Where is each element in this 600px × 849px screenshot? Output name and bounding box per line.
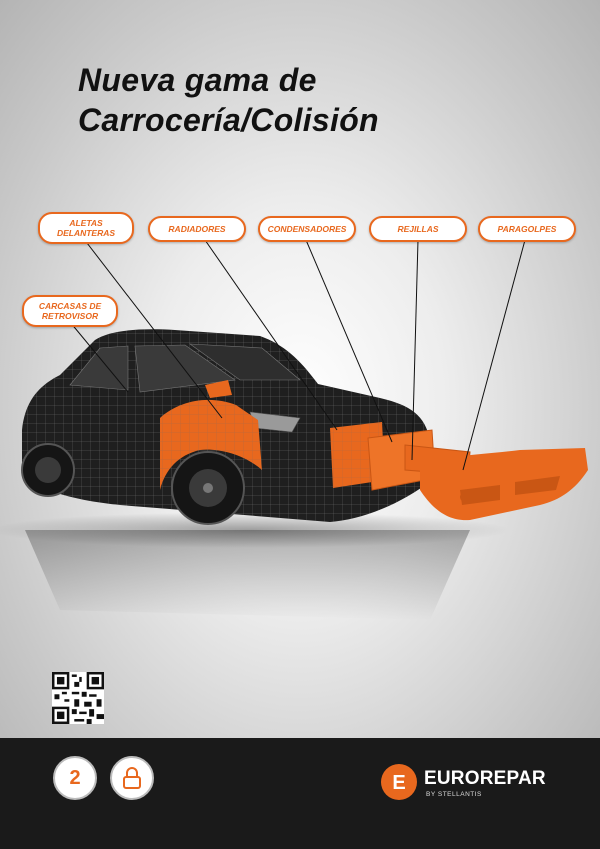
bumper-part	[420, 448, 588, 521]
label-condensadores: CONDENSADORES	[258, 216, 356, 242]
brand-name: EUROREPAR	[424, 768, 546, 789]
car-illustration	[0, 239, 588, 620]
brand-subtitle: BY STELLANTIS	[426, 791, 482, 798]
title-line-2: Carrocería/Colisión	[78, 102, 379, 138]
brand-logo: E EUROREPAR BY STELLANTIS	[381, 764, 546, 804]
lock-icon	[123, 767, 141, 789]
qr-code-icon[interactable]	[52, 672, 104, 724]
label-paragolpes: PARAGOLPES	[478, 216, 576, 242]
label-carcasas-retrovisor: CARCASAS DE RETROVISOR	[22, 295, 118, 327]
secure-badge-icon	[110, 756, 154, 800]
callout-lines	[69, 239, 526, 471]
footer: 2 E EUROREPAR BY STELLANTIS	[0, 738, 600, 849]
eurorepar-logo-icon: E	[381, 764, 417, 800]
label-radiadores: RADIADORES	[148, 216, 246, 242]
mirror-housing-part	[205, 380, 232, 398]
title-line-1: Nueva gama de	[78, 62, 317, 98]
warranty-badge-icon: 2	[53, 756, 97, 800]
label-aletas-delanteras: ALETAS DELANTERAS	[38, 212, 134, 244]
poster: Nueva gama de Carrocería/Colisión	[0, 0, 600, 738]
page-title: Nueva gama de Carrocería/Colisión	[78, 60, 379, 140]
label-rejillas: REJILLAS	[369, 216, 467, 242]
svg-text:E: E	[392, 772, 405, 794]
car-body	[21, 329, 432, 525]
car-reflection	[25, 530, 470, 620]
